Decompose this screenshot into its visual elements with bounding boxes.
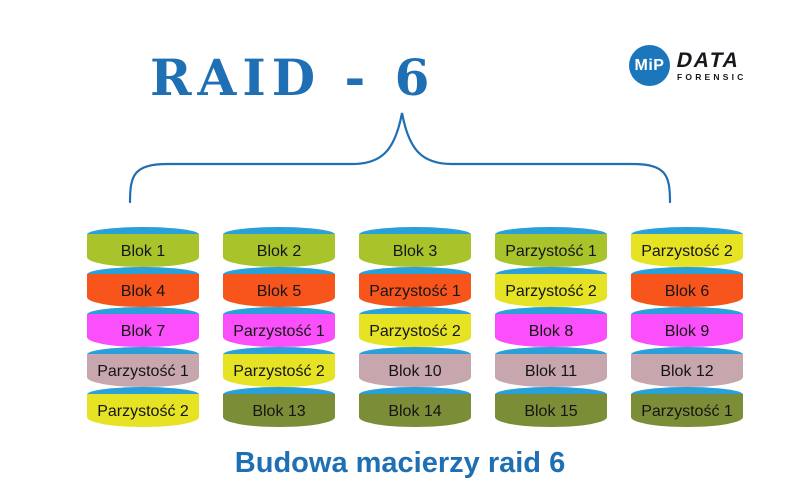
disk-label: Parzystość 1: [233, 323, 325, 340]
disk-body: Parzystość 1: [631, 394, 743, 427]
disk-body: Parzystość 1: [223, 314, 335, 347]
logo-forensic-label: FORENSIC: [677, 71, 747, 82]
curly-brace: [128, 112, 672, 204]
disk-body: Blok 3: [359, 234, 471, 267]
disk-label: Blok 11: [524, 363, 578, 380]
disk-segment: Blok 12: [631, 347, 743, 387]
disk-label: Blok 2: [256, 243, 302, 260]
disk-segment: Parzystość 2: [631, 227, 743, 267]
disk-body: Blok 1: [87, 234, 199, 267]
disk-body: Blok 9: [631, 314, 743, 347]
disk-segment: Blok 10: [359, 347, 471, 387]
logo: MiP DATA FORENSIC: [629, 45, 747, 86]
logo-monogram: MiP: [634, 56, 665, 74]
disk-label: Blok 3: [392, 243, 438, 260]
disk-segment: Blok 4: [87, 267, 199, 307]
disk-body: Parzystość 2: [223, 354, 335, 387]
disk-segment: Blok 11: [495, 347, 607, 387]
logo-data-label: DATA: [674, 48, 743, 72]
disk-segment: Blok 8: [495, 307, 607, 347]
disk-segment: Parzystość 2: [223, 347, 335, 387]
disk-segment: Parzystość 1: [359, 267, 471, 307]
disk-label: Blok 15: [524, 403, 578, 420]
disk-body: Blok 5: [223, 274, 335, 307]
disk-label: Blok 8: [528, 323, 574, 340]
disk-label: Blok 12: [660, 363, 714, 380]
disk-body: Blok 11: [495, 354, 607, 387]
disk-segment: Blok 2: [223, 227, 335, 267]
disk-segment: Blok 6: [631, 267, 743, 307]
page-title: RAID - 6: [150, 48, 436, 107]
disk-column: Blok 1 Blok 4 Blok 7 Parzystość 1 Parzys…: [87, 227, 199, 427]
disk-label: Parzystość 1: [641, 403, 733, 420]
disk-segment: Blok 3: [359, 227, 471, 267]
disk-body: Blok 8: [495, 314, 607, 347]
disk-segment: Parzystość 2: [495, 267, 607, 307]
disk-body: Parzystość 1: [87, 354, 199, 387]
disk-segment: Parzystość 1: [87, 347, 199, 387]
disk-body: Blok 4: [87, 274, 199, 307]
disk-segment: Blok 1: [87, 227, 199, 267]
disk-label: Blok 7: [120, 323, 166, 340]
disk-segment: Blok 9: [631, 307, 743, 347]
disk-segment: Parzystość 1: [495, 227, 607, 267]
disk-label: Blok 9: [664, 323, 710, 340]
disk-label: Blok 10: [388, 363, 442, 380]
disk-body: Parzystość 2: [495, 274, 607, 307]
disk-segment: Parzystość 2: [87, 387, 199, 427]
disk-label: Parzystość 1: [505, 243, 597, 260]
raid-diagram: Blok 1 Blok 4 Blok 7 Parzystość 1 Parzys…: [87, 227, 743, 427]
disk-segment: Blok 5: [223, 267, 335, 307]
disk-label: Blok 13: [252, 403, 306, 420]
disk-segment: Blok 14: [359, 387, 471, 427]
disk-body: Blok 15: [495, 394, 607, 427]
disk-body: Blok 12: [631, 354, 743, 387]
disk-segment: Parzystość 1: [631, 387, 743, 427]
disk-label: Blok 1: [120, 243, 166, 260]
disk-column: Blok 3 Parzystość 1 Parzystość 2 Blok 10…: [359, 227, 471, 427]
disk-body: Blok 13: [223, 394, 335, 427]
disk-segment: Parzystość 1: [223, 307, 335, 347]
disk-body: Blok 7: [87, 314, 199, 347]
disk-label: Parzystość 2: [505, 283, 597, 300]
disk-body: Blok 14: [359, 394, 471, 427]
disk-body: Blok 6: [631, 274, 743, 307]
disk-segment: Blok 15: [495, 387, 607, 427]
disk-label: Parzystość 2: [641, 243, 733, 260]
disk-segment: Blok 13: [223, 387, 335, 427]
disk-label: Blok 5: [256, 283, 302, 300]
disk-body: Blok 10: [359, 354, 471, 387]
disk-body: Parzystość 2: [359, 314, 471, 347]
disk-label: Blok 4: [120, 283, 166, 300]
logo-text: DATA FORENSIC: [674, 48, 747, 82]
disk-body: Parzystość 1: [495, 234, 607, 267]
disk-label: Parzystość 1: [369, 283, 461, 300]
disk-label: Parzystość 2: [97, 403, 189, 420]
caption: Budowa macierzy raid 6: [234, 447, 566, 479]
disk-label: Parzystość 2: [369, 323, 461, 340]
logo-mip-icon: MiP: [629, 45, 670, 86]
disk-column: Parzystość 2 Blok 6 Blok 9 Blok 12 Parzy…: [631, 227, 743, 427]
disk-segment: Parzystość 2: [359, 307, 471, 347]
disk-label: Parzystość 1: [97, 363, 189, 380]
disk-column: Blok 2 Blok 5 Parzystość 1 Parzystość 2 …: [223, 227, 335, 427]
disk-body: Parzystość 2: [87, 394, 199, 427]
disk-segment: Blok 7: [87, 307, 199, 347]
disk-body: Blok 2: [223, 234, 335, 267]
disk-label: Parzystość 2: [233, 363, 325, 380]
disk-label: Blok 14: [388, 403, 442, 420]
disk-body: Parzystość 2: [631, 234, 743, 267]
disk-body: Parzystość 1: [359, 274, 471, 307]
disk-label: Blok 6: [664, 283, 710, 300]
disk-column: Parzystość 1 Parzystość 2 Blok 8 Blok 11…: [495, 227, 607, 427]
